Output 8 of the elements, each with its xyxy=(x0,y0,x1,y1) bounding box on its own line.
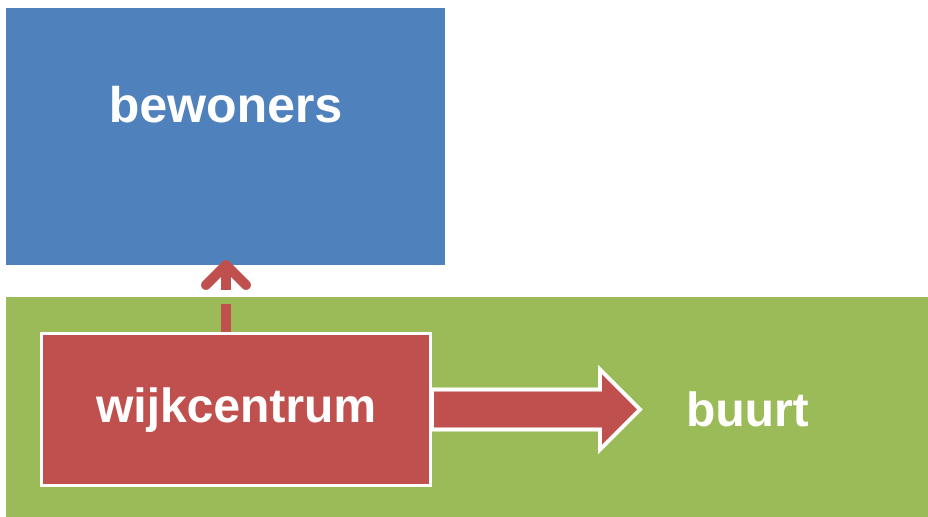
block-arrow xyxy=(430,364,643,454)
node-label: buurt xyxy=(686,382,809,438)
process-box xyxy=(40,332,432,487)
area-band xyxy=(6,297,928,517)
process-box xyxy=(6,8,445,265)
dashed-arrow xyxy=(201,260,251,332)
node-label: bewoners xyxy=(108,76,342,134)
node-label: wijkcentrum xyxy=(96,379,376,434)
